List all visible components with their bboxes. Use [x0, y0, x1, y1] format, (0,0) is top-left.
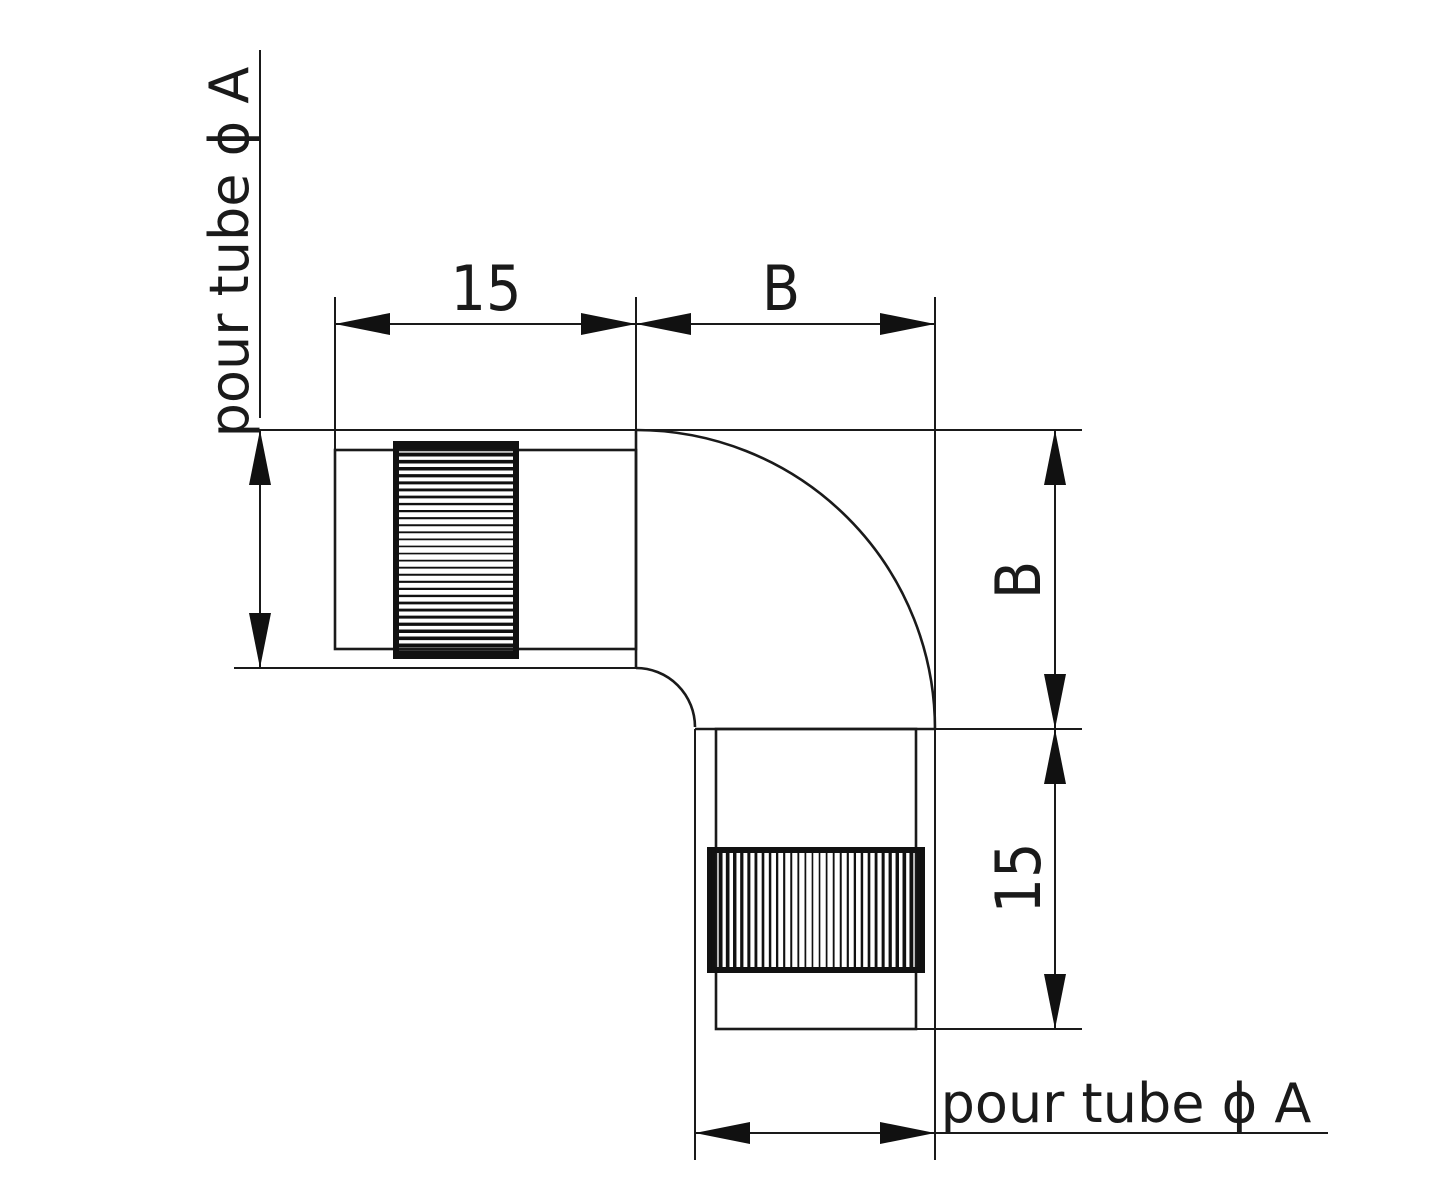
dimension-label-right-lower: 15	[982, 843, 1055, 914]
bottom-knurl-band	[707, 847, 925, 973]
dimension-label-top-right: B	[762, 252, 800, 325]
left-knurl-band	[393, 441, 519, 659]
dimension-line-top-right	[636, 313, 935, 335]
knurl-outline	[393, 441, 519, 659]
dimension-label-top-left: 15	[451, 252, 522, 325]
knurl-outline	[707, 847, 925, 973]
bottom-spigot	[707, 727, 925, 1031]
left-spigot	[333, 441, 638, 659]
dimension-line-right-lower	[1044, 729, 1066, 1029]
tube-label-bottom: pour tube ϕ A	[941, 1072, 1312, 1135]
elbow-body	[634, 428, 937, 731]
dimension-label-right-upper: B	[982, 561, 1055, 599]
tube-label-left: pour tube ϕ A	[198, 67, 261, 438]
dimension-line-right-upper	[1044, 430, 1066, 729]
dimension-line-left-diameter	[249, 430, 271, 668]
dimension-line-bottom-diameter	[695, 1122, 935, 1144]
dimension-line-top-left	[335, 313, 636, 335]
